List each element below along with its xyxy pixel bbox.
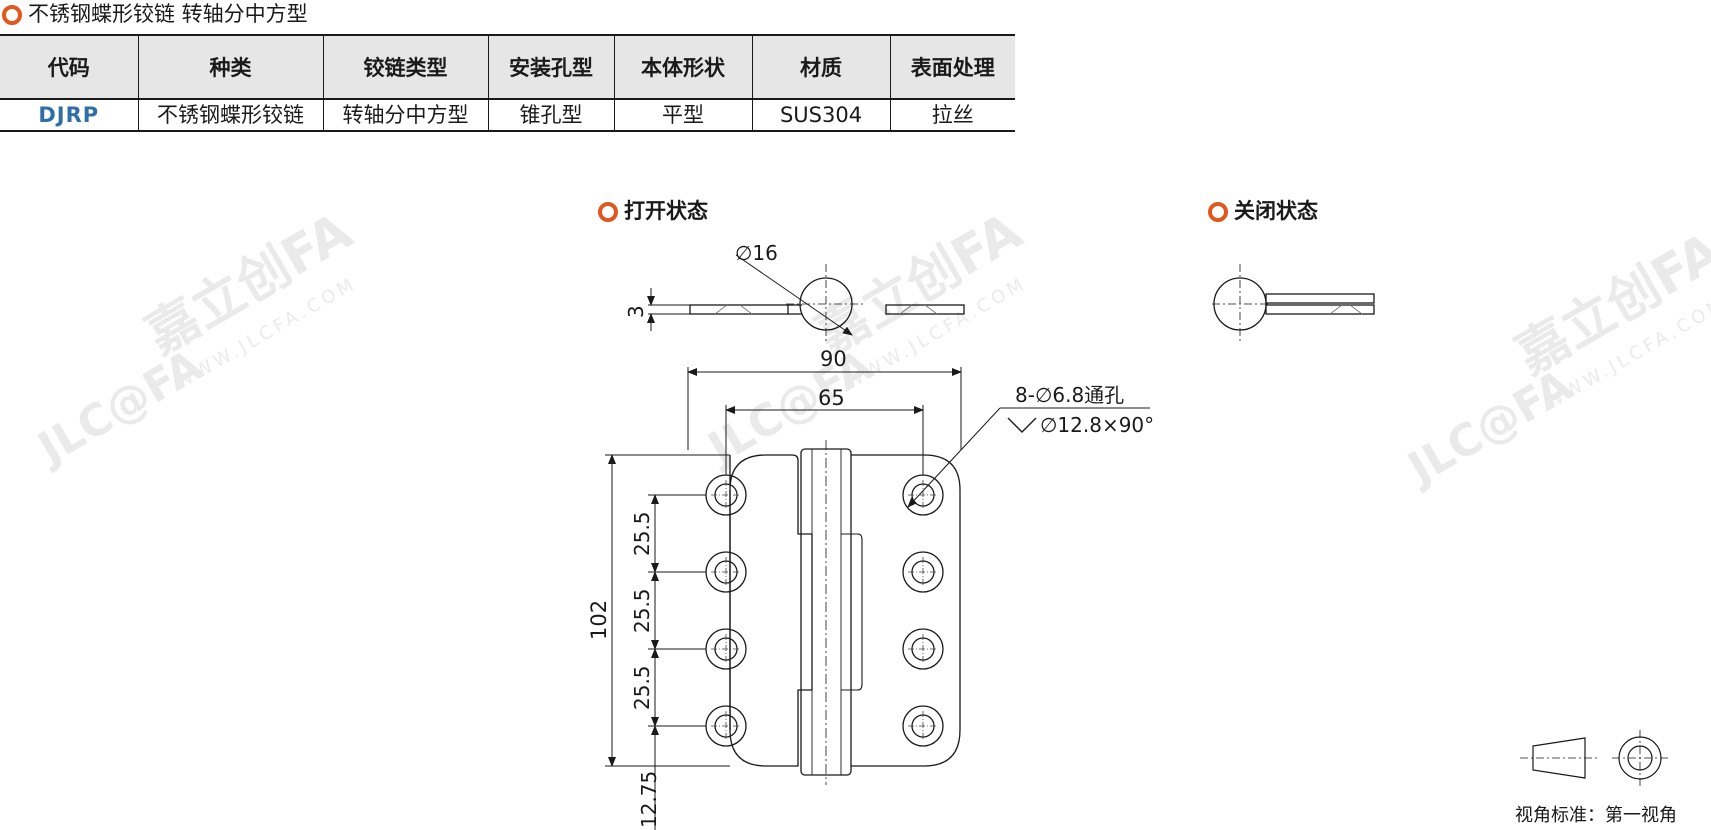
cell-code: DJRP xyxy=(0,99,139,131)
hole-r4 xyxy=(902,705,944,747)
closed-state-label: 关闭状态 xyxy=(1234,199,1318,223)
hole-r2 xyxy=(902,551,944,593)
pitch-label-1: 25.5 xyxy=(630,511,654,556)
header-material: 材质 xyxy=(752,35,891,100)
header-kind: 种类 xyxy=(138,35,324,100)
hole-r1 xyxy=(902,474,944,516)
hole-note-countersink: ∅12.8×90° xyxy=(1040,413,1154,437)
pin-diameter-dimension: ∅16 xyxy=(735,241,853,336)
cell-hinge-type: 转轴分中方型 xyxy=(323,99,489,131)
cell-hole-type: 锥孔型 xyxy=(488,99,615,131)
header-surface: 表面处理 xyxy=(890,35,1015,100)
watermark-left: JLC@FA 嘉立创FA WWW.JLCFA.COM xyxy=(27,201,362,476)
hole-spacing-label: 65 xyxy=(818,386,845,410)
cell-kind: 不锈钢蝶形铰链 xyxy=(138,99,324,131)
cell-material: SUS304 xyxy=(752,99,891,131)
thickness-dimension xyxy=(647,288,690,331)
hole-l2 xyxy=(705,551,747,593)
table-row: DJRP 不锈钢蝶形铰链 转轴分中方型 锥孔型 平型 SUS304 拉丝 xyxy=(0,99,1015,131)
hole-l3 xyxy=(705,628,747,670)
pitch-label-3: 25.5 xyxy=(630,665,654,710)
pitch-label-2: 25.5 xyxy=(630,588,654,633)
table-header-row: 代码 种类 铰链类型 安装孔型 本体形状 材质 表面处理 xyxy=(0,35,1015,100)
hole-pitch-dimensions xyxy=(648,494,706,830)
projection-symbol-icon xyxy=(1520,730,1668,786)
open-state-label: 打开状态 xyxy=(624,199,708,223)
overall-width-label: 90 xyxy=(820,347,847,371)
hole-callout xyxy=(907,407,1150,508)
mounting-holes xyxy=(705,474,944,747)
overall-width-dimension xyxy=(687,367,962,450)
hole-l4 xyxy=(705,705,747,747)
hole-r3 xyxy=(902,628,944,670)
hole-note-through: 8-∅6.8通孔 xyxy=(1015,383,1124,407)
height-dimension xyxy=(605,454,730,767)
cell-surface: 拉丝 xyxy=(931,103,974,127)
watermark-right: JLC@FA 嘉立创FA WWW.JLCFA.COM xyxy=(1397,221,1711,496)
header-code: 代码 xyxy=(0,35,139,100)
cell-body-shape: 平型 xyxy=(614,99,753,131)
hole-spacing-dimension xyxy=(725,405,924,475)
closed-side-view xyxy=(1212,264,1375,344)
open-bullet-icon xyxy=(598,202,618,222)
open-side-view xyxy=(689,264,965,344)
header-body-shape: 本体形状 xyxy=(614,35,753,100)
watermark-logo: JLC@FA xyxy=(27,340,211,476)
pin-diameter-label: ∅16 xyxy=(735,241,778,265)
thickness-label: 3 xyxy=(624,305,648,318)
product-title: 不锈钢蝶形铰链 转轴分中方型 xyxy=(28,2,308,26)
edge-offset-label: 12.75 xyxy=(637,771,661,828)
hole-l1 xyxy=(705,474,747,516)
watermark-center: JLC@FA 嘉立创FA WWW.JLCFA.COM xyxy=(697,201,1032,475)
title-bullet-icon xyxy=(2,5,22,25)
header-hinge-type: 铰链类型 xyxy=(323,35,489,100)
projection-label: 视角标准：第一视角 xyxy=(1515,805,1677,826)
height-label: 102 xyxy=(587,600,611,640)
watermark-logo: JLC@FA xyxy=(1397,360,1581,496)
spec-table: 代码 种类 铰链类型 安装孔型 本体形状 材质 表面处理 DJRP 不锈钢蝶形铰… xyxy=(0,34,1015,132)
header-hole-type: 安装孔型 xyxy=(488,35,615,100)
hinge-front-view xyxy=(729,440,961,785)
closed-bullet-icon xyxy=(1208,202,1228,222)
